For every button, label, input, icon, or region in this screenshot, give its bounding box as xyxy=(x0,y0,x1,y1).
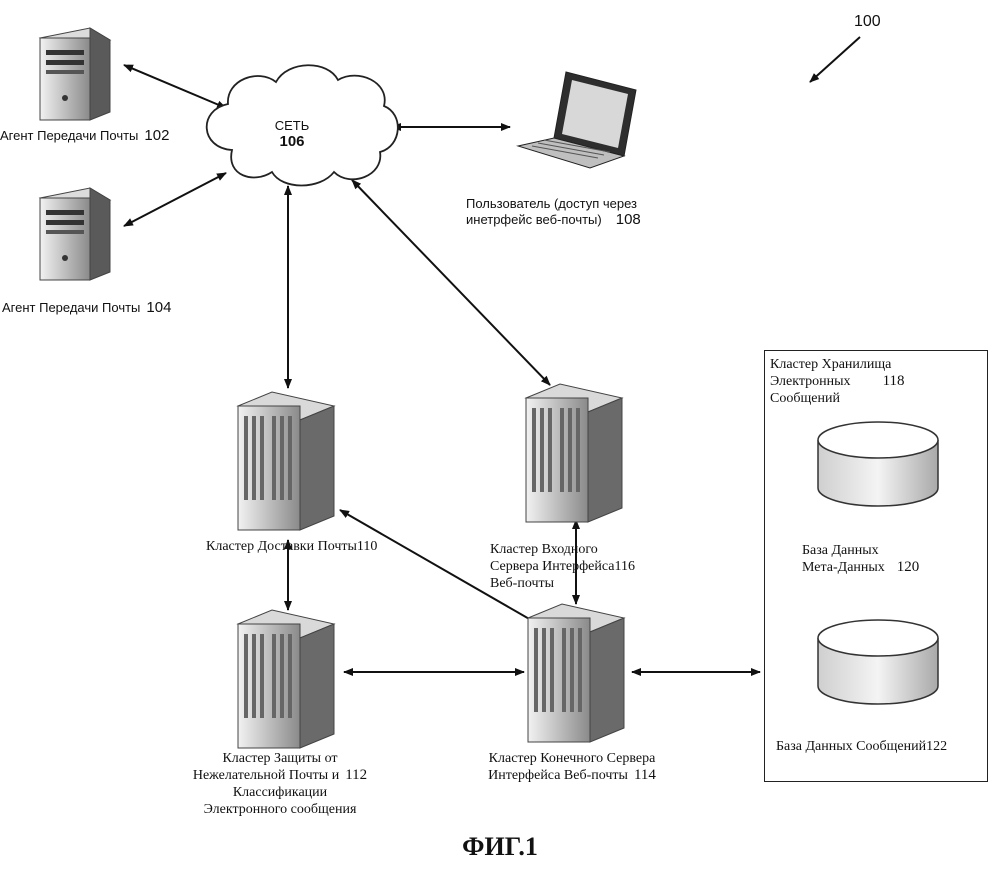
arrow-mta2-network xyxy=(124,173,226,226)
backend-cluster-label: Кластер Конечного Сервера Интерфейса Веб… xyxy=(462,750,682,784)
figure-caption: ФИГ.1 xyxy=(0,832,1000,862)
ref-arrow-100 xyxy=(810,37,860,82)
storage-cluster-label: Кластер Хранилища Электронных118 Сообщен… xyxy=(770,356,905,407)
antispam-cluster-label: Кластер Защиты от Нежелательной Почты и1… xyxy=(170,750,390,818)
mail-agent-label: Агент Передачи Почты102 xyxy=(0,128,169,144)
metadata-db-label: База Данных Мета-Данных120 xyxy=(802,542,919,576)
arrow-mta1-network xyxy=(124,65,226,108)
backend-server-icon xyxy=(528,604,624,742)
network-label: СЕТЬ 106 xyxy=(262,118,322,150)
mail-delivery-cluster-label: Кластер Доставки Почты110 xyxy=(206,538,377,555)
mail-agent-label: Агент Передачи Почты104 xyxy=(2,300,171,316)
frontend-server-icon xyxy=(526,384,622,522)
mail-agent-server-icon xyxy=(40,188,110,280)
mail-delivery-server-icon xyxy=(238,392,334,530)
laptop-icon xyxy=(518,72,636,168)
message-db-label: База Данных Сообщений122 xyxy=(776,738,947,755)
user-label: Пользователь (доступ через инетрфейс веб… xyxy=(466,196,641,228)
mail-agent-server-icon xyxy=(40,28,110,120)
reference-number: 100 xyxy=(854,14,881,30)
frontend-cluster-label: Кластер Входного Сервера Интерфейса116 В… xyxy=(490,541,635,592)
antispam-server-icon xyxy=(238,610,334,748)
